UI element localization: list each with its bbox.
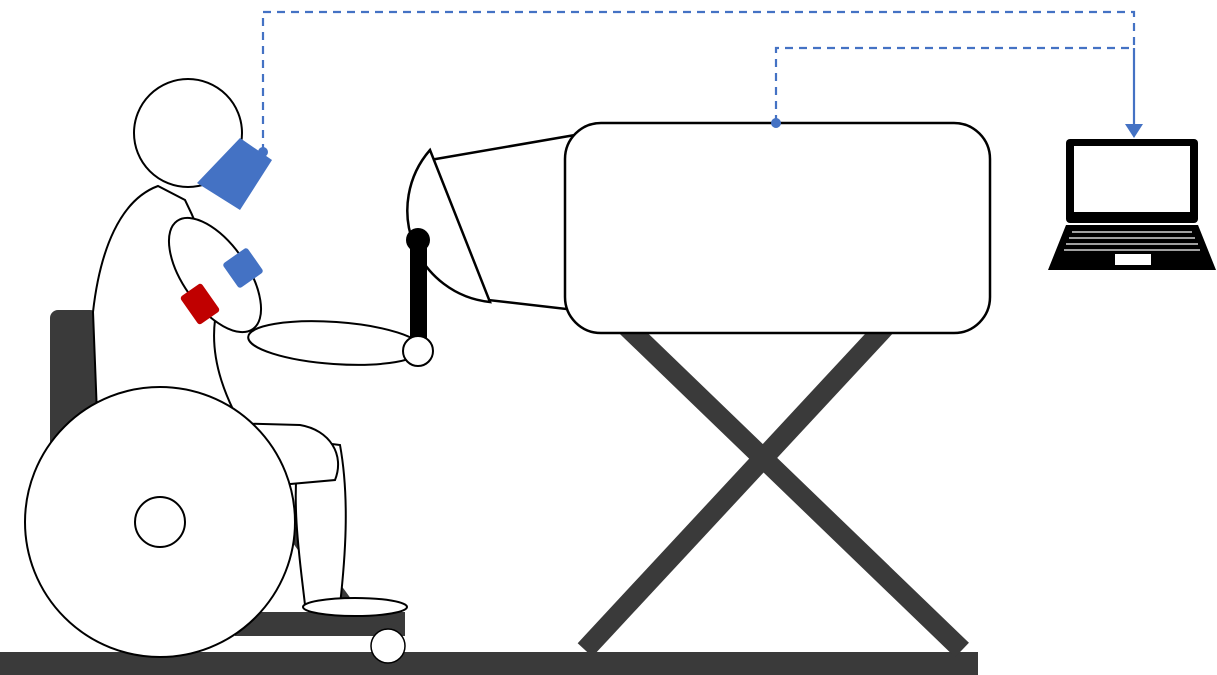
participant-foot (302, 597, 408, 617)
connection-lines (261, 10, 1136, 152)
wheelchair-caster (370, 628, 406, 664)
robot-connector-dot (771, 118, 781, 128)
head-sensor-to-laptop-line (261, 10, 1136, 152)
robot-main-body (563, 121, 992, 335)
laptop-trackpad (1115, 254, 1151, 265)
arrow-head-icon (1125, 124, 1143, 138)
scissor-leg-left (618, 317, 969, 658)
arm-sensor-blue (223, 248, 263, 288)
head-sensor (197, 138, 272, 210)
laptop-base (1048, 225, 1216, 270)
head-sensor-connector-dot (258, 147, 268, 157)
wheelchair-wheel-hub (134, 496, 186, 548)
handle-shaft (410, 240, 427, 348)
scissor-table (577, 317, 969, 658)
participant-hand (402, 335, 434, 367)
arm-sensor-red (180, 283, 220, 325)
laptop-icon (1048, 139, 1216, 270)
laptop-screen (1074, 146, 1190, 212)
participant-head (133, 78, 243, 188)
handle (406, 228, 430, 348)
wheelchair-wheel (24, 386, 296, 658)
robot-manipulandum (406, 121, 992, 335)
laptop-keyboard (1064, 231, 1200, 251)
participant-forearm (247, 320, 423, 366)
robot-to-laptop-line (774, 46, 1134, 123)
scissor-leg-right (577, 318, 895, 657)
handle-knob (406, 228, 430, 252)
floor-base (0, 652, 978, 675)
